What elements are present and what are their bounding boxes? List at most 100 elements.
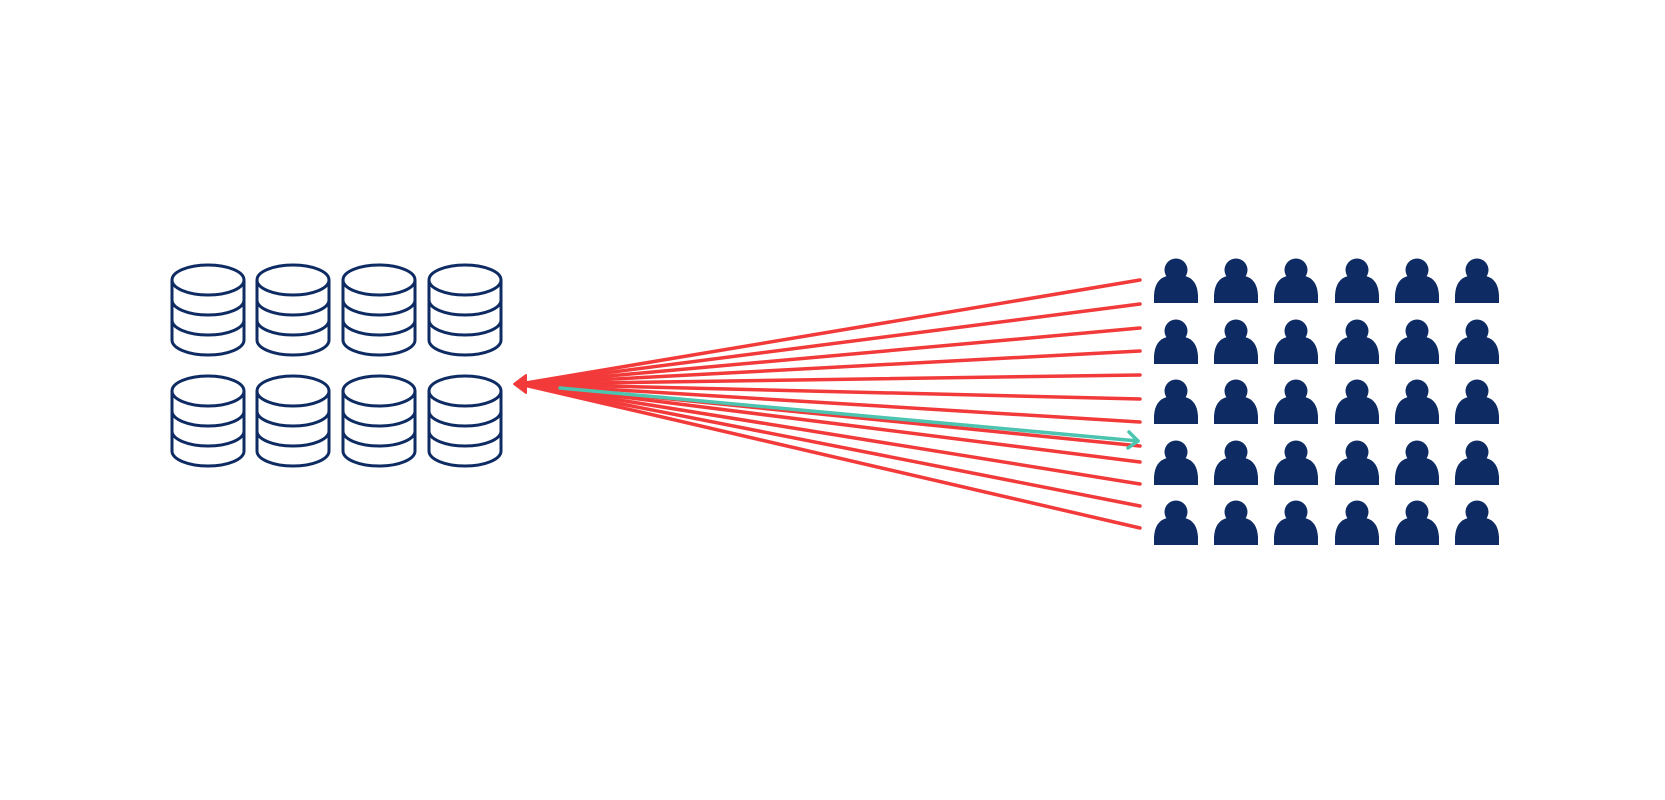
user-icon (1154, 440, 1198, 485)
user-head (1345, 319, 1369, 343)
user-head (1465, 440, 1489, 464)
user-icon (1455, 500, 1499, 545)
request-line (518, 302, 1142, 386)
user-icon (1274, 440, 1318, 485)
database-ring (341, 410, 417, 428)
user-head (1465, 500, 1489, 524)
user-body (1335, 337, 1379, 364)
request-line (518, 373, 1142, 386)
user-head (1224, 258, 1248, 282)
user-icon (1455, 319, 1499, 364)
user-head (1405, 319, 1429, 343)
database-ring (170, 319, 246, 337)
database-top (170, 374, 246, 408)
user-icon (1154, 500, 1198, 545)
user-body (1274, 397, 1318, 424)
user-body (1154, 458, 1198, 485)
user-body (1214, 518, 1258, 545)
user-head (1465, 258, 1489, 282)
user-body (1455, 458, 1499, 485)
database-ring (427, 430, 503, 448)
user-icon (1395, 258, 1439, 303)
user-icon (1455, 258, 1499, 303)
user-body (1395, 276, 1439, 303)
user-head (1224, 500, 1248, 524)
user-body (1214, 276, 1258, 303)
user-body (1214, 397, 1258, 424)
database-icon (255, 263, 331, 357)
user-icon (1214, 500, 1258, 545)
user-head (1345, 379, 1369, 403)
user-head (1224, 379, 1248, 403)
user-body (1274, 518, 1318, 545)
request-line (518, 382, 1142, 508)
database-ring (341, 430, 417, 448)
database-icon (170, 263, 246, 357)
user-head (1284, 319, 1308, 343)
user-body (1274, 276, 1318, 303)
user-icon (1395, 379, 1439, 424)
user-head (1405, 440, 1429, 464)
user-head (1465, 319, 1489, 343)
database-icon (427, 374, 503, 468)
database-body (427, 280, 503, 357)
user-head (1284, 500, 1308, 524)
user-body (1335, 276, 1379, 303)
user-body (1395, 337, 1439, 364)
database-ring (341, 319, 417, 337)
database-ring (341, 299, 417, 317)
database-ring (170, 410, 246, 428)
response-arrow (558, 386, 1140, 443)
database-icon (341, 374, 417, 468)
database-icon (170, 374, 246, 468)
database-body (341, 280, 417, 357)
user-icon (1274, 258, 1318, 303)
user-icon (1274, 319, 1318, 364)
user-body (1395, 397, 1439, 424)
database-ring (170, 430, 246, 448)
user-grid (1154, 258, 1499, 545)
user-head (1345, 258, 1369, 282)
user-icon (1395, 319, 1439, 364)
user-icon (1335, 379, 1379, 424)
user-icon (1154, 379, 1198, 424)
database-ring (255, 430, 331, 448)
user-icon (1214, 258, 1258, 303)
user-body (1335, 458, 1379, 485)
user-head (1164, 440, 1188, 464)
user-icon (1335, 440, 1379, 485)
user-head (1284, 440, 1308, 464)
user-icon (1335, 258, 1379, 303)
user-icon (1214, 379, 1258, 424)
user-icon (1274, 379, 1318, 424)
user-head (1164, 258, 1188, 282)
user-icon (1335, 319, 1379, 364)
database-top (255, 263, 331, 297)
request-line (518, 326, 1142, 386)
user-icon (1455, 440, 1499, 485)
user-head (1405, 500, 1429, 524)
request-line (518, 382, 1142, 464)
database-ring (427, 410, 503, 428)
user-head (1164, 319, 1188, 343)
user-head (1405, 379, 1429, 403)
user-body (1335, 397, 1379, 424)
user-icon (1214, 440, 1258, 485)
user-body (1455, 397, 1499, 424)
user-head (1284, 258, 1308, 282)
user-head (1405, 258, 1429, 282)
database-body (255, 391, 331, 468)
user-body (1395, 518, 1439, 545)
request-line (518, 382, 1142, 530)
user-body (1214, 458, 1258, 485)
user-body (1455, 276, 1499, 303)
user-body (1455, 337, 1499, 364)
request-line (518, 382, 1142, 424)
response-arrowhead (1126, 430, 1140, 450)
database-ring (427, 299, 503, 317)
user-body (1455, 518, 1499, 545)
user-body (1335, 518, 1379, 545)
user-head (1224, 319, 1248, 343)
